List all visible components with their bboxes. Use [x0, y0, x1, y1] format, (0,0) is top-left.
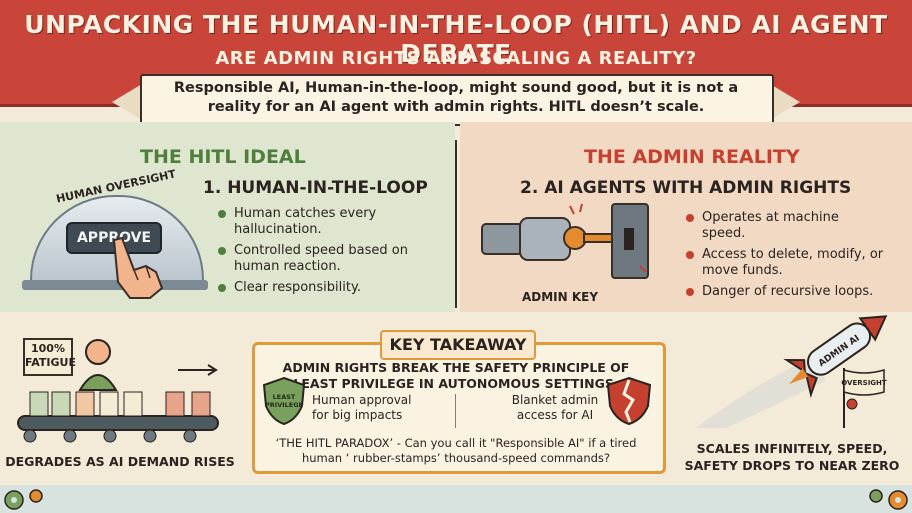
page-subtitle: ARE ADMIN RIGHTS AND SCALING A REALITY?	[215, 48, 697, 69]
human-approval-text: Human approval for big impacts	[312, 393, 432, 423]
admin-bullet: Danger of recursive loops.	[686, 284, 886, 300]
paradox-line-1: ‘THE HITL PARADOX’ - Can you call it "Re…	[275, 436, 637, 450]
blanket-admin-line-1: Blanket admin	[511, 393, 599, 407]
takeaway-line-2: LEAST PRIVILEGE IN AUTONOMOUS SETTINGS.	[293, 376, 619, 391]
human-approval-line-2: for big impacts	[312, 408, 403, 422]
blanket-admin-text: Blanket admin access for AI	[505, 393, 605, 423]
dome-base	[22, 280, 208, 290]
scales-caption: SCALES INFINITELY, SPEED, SAFETY DROPS T…	[672, 440, 912, 474]
intro-line-2: reality for an AI agent with admin right…	[207, 99, 705, 115]
pointing-hand-icon	[112, 236, 164, 299]
hitl-bullet-list: Human catches every hallucination. Contr…	[218, 206, 418, 301]
degrades-caption: DEGRADES AS AI DEMAND RISES	[5, 454, 235, 469]
intro-line-1: Responsible AI, Human-in-the-loop, might…	[173, 80, 739, 96]
admin-bullet: Access to delete, modify, or move funds.	[686, 247, 886, 279]
key-takeaway-main: ADMIN RIGHTS BREAK THE SAFETY PRINCIPLE …	[268, 360, 644, 392]
key-takeaway-box	[252, 342, 666, 474]
human-approval-line-1: Human approval	[312, 393, 412, 407]
ribbon-tail-left	[112, 84, 142, 120]
admin-ai-rocket-icon: ADMIN AI OVERSIGHT	[696, 315, 888, 428]
footer-strip	[0, 485, 912, 513]
blanket-admin-line-2: access for AI	[516, 408, 594, 422]
hitl-paradox-text: ‘THE HITL PARADOX’ - Can you call it "Re…	[264, 436, 648, 466]
hitl-subhead: 1. HUMAN-IN-THE-LOOP	[203, 178, 428, 198]
paradox-line-2: human ‘ rubber-stamps’ thousand-speed co…	[301, 451, 611, 465]
admin-subhead: 2. AI AGENTS WITH ADMIN RIGHTS	[520, 178, 852, 198]
gears-icon	[4, 489, 43, 510]
gears-icon	[869, 489, 908, 510]
page-title: UNPACKING THE HUMAN-IN-THE-LOOP (HITL) A…	[24, 10, 888, 68]
hitl-bullet: Human catches every hallucination.	[218, 206, 418, 238]
key-takeaway-tag: KEY TAKEAWAY	[380, 330, 536, 360]
panel-divider	[455, 140, 457, 308]
fatigue-sign: 100% FATIGUE	[23, 338, 76, 376]
scales-line-2: SAFETY DROPS TO NEAR ZERO	[684, 458, 900, 473]
least-privilege-shield-icon: LEAST PRIVILEGE	[262, 376, 306, 426]
intro-ribbon	[140, 74, 774, 126]
approve-button: APPROVE	[66, 222, 162, 254]
hitl-ideal-heading: THE HITL IDEAL	[140, 146, 306, 168]
shield-text-line-2: PRIVILEGE	[265, 401, 303, 409]
fatigued-worker-conveyor-icon	[17, 339, 219, 443]
admin-key-label: ADMIN KEY	[521, 290, 599, 304]
hitl-bullet: Controlled speed based on human reaction…	[218, 243, 418, 275]
fatigue-sign-line-1: 100%	[31, 342, 65, 355]
broken-shield-icon	[606, 376, 652, 426]
scales-line-1: SCALES INFINITELY, SPEED,	[696, 441, 888, 456]
admin-reality-heading: THE ADMIN REALITY	[584, 146, 800, 168]
hitl-bullet: Clear responsibility.	[218, 280, 418, 296]
oversight-flag-label: OVERSIGHT	[841, 379, 887, 387]
admin-bullet-list: Operates at machine speed. Access to del…	[686, 210, 886, 305]
takeaway-line-1: ADMIN RIGHTS BREAK THE SAFETY PRINCIPLE …	[282, 360, 630, 375]
takeaway-divider	[455, 394, 456, 428]
robot-hand-key-icon	[481, 203, 649, 279]
admin-bullet: Operates at machine speed.	[686, 210, 886, 242]
shield-text-line-1: LEAST	[273, 393, 296, 401]
intro-text: Responsible AI, Human-in-the-loop, might…	[150, 79, 762, 117]
ribbon-tail-right	[770, 84, 800, 120]
fatigue-sign-line-2: FATIGUE	[25, 356, 76, 369]
